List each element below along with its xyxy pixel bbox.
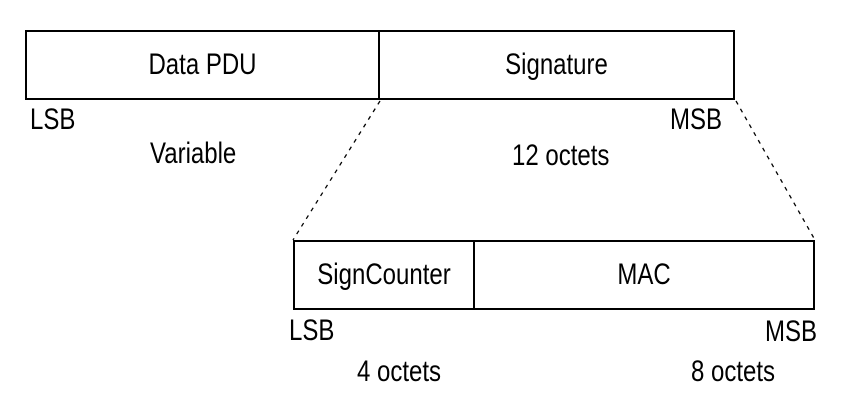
signature-expansion-row-box: SignCounter MAC	[293, 240, 815, 310]
mac-size-label: 8 octets	[691, 354, 776, 389]
pdu-row-box: Data PDU Signature	[25, 30, 735, 100]
signcounter-size-label: 4 octets	[357, 354, 442, 389]
data-pdu-size-label: Variable	[150, 136, 237, 171]
field-signcounter: SignCounter	[295, 242, 475, 308]
field-signature-label: Signature	[505, 47, 608, 82]
expansion-row-lsb-label: LSB	[289, 313, 335, 348]
field-data-pdu: Data PDU	[27, 32, 380, 98]
pdu-row-lsb-label: LSB	[30, 102, 76, 137]
dashed-connector-right-line	[735, 100, 816, 241]
expansion-row-msb-label: MSB	[765, 314, 818, 349]
field-data-pdu-label: Data PDU	[148, 47, 257, 82]
field-signcounter-label: SignCounter	[317, 257, 451, 292]
field-mac-label: MAC	[617, 257, 671, 292]
field-mac: MAC	[475, 242, 813, 308]
dashed-connector-left-line	[292, 100, 381, 241]
field-signature: Signature	[380, 32, 733, 98]
signature-size-label: 12 octets	[512, 138, 610, 173]
pdu-row-msb-label: MSB	[670, 102, 723, 137]
